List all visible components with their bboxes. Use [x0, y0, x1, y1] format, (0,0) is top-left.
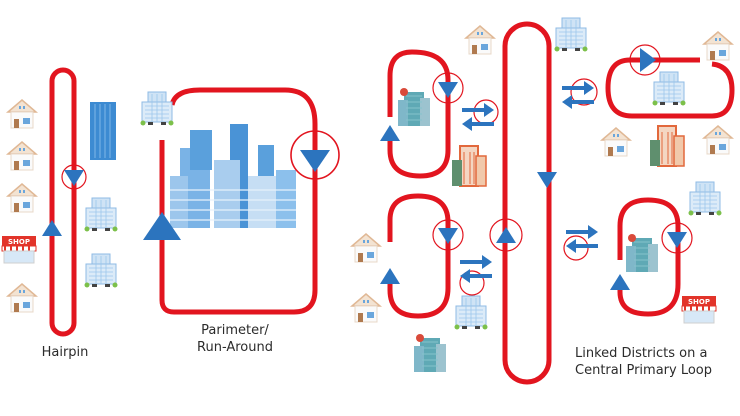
house-icon — [351, 293, 381, 323]
house-icon — [465, 25, 495, 55]
checkpoint-circle — [61, 164, 87, 190]
down-arrow-icon — [438, 82, 458, 98]
up-arrow-icon — [380, 125, 400, 141]
right-arrow-icon — [640, 48, 656, 72]
office-building-icon — [652, 71, 686, 106]
up-arrow-icon — [380, 268, 400, 284]
tower-blue-icon — [90, 102, 116, 160]
house-icon — [7, 183, 37, 213]
down-arrow-icon — [438, 228, 458, 244]
hairpin-route — [49, 67, 77, 337]
perimeter-label: Parimeter/ Run-Around — [180, 322, 290, 356]
tower-icon — [649, 125, 685, 167]
hairpin-label: Hairpin — [41, 345, 89, 360]
checkpoint-circle — [290, 130, 340, 180]
two-way-arrows-icon — [458, 253, 494, 285]
shop-icon — [1, 235, 37, 264]
linked-label-line1: Linked Districts on a — [575, 346, 708, 361]
perimeter-label-line1: Parimeter/ — [201, 323, 269, 338]
checkpoint-circle — [489, 218, 523, 252]
office-building-icon — [688, 181, 722, 216]
tower-icon — [625, 233, 659, 273]
up-arrow-icon — [42, 220, 62, 236]
two-way-arrows-icon — [564, 223, 600, 255]
perimeter-route — [159, 87, 318, 315]
office-building-icon — [84, 253, 118, 288]
house-icon — [7, 99, 37, 129]
downtown-skyline-icon — [170, 124, 296, 228]
linked-districts-label: Linked Districts on a Central Primary Lo… — [575, 345, 740, 379]
house-icon — [703, 31, 733, 61]
down-arrow-icon — [667, 232, 687, 248]
district-loop — [605, 57, 735, 119]
down-arrow-icon — [537, 172, 557, 188]
linked-districts-panel — [351, 17, 735, 385]
up-arrow-icon — [610, 274, 630, 290]
house-icon — [7, 283, 37, 313]
office-building-icon — [454, 295, 488, 330]
perimeter-panel — [140, 87, 340, 315]
perimeter-label-line2: Run-Around — [197, 340, 273, 355]
house-icon — [601, 127, 631, 157]
district-loop — [387, 49, 451, 179]
tower-icon — [397, 87, 431, 127]
two-way-arrows-icon — [560, 79, 596, 111]
central-primary-loop — [502, 21, 552, 385]
down-arrow-icon — [300, 150, 330, 172]
district-loop — [617, 197, 681, 317]
tower-icon — [413, 333, 447, 373]
office-building-icon — [140, 91, 174, 126]
up-arrow-icon — [496, 227, 516, 243]
office-building-icon — [554, 17, 588, 52]
district-loop — [387, 193, 451, 319]
linked-label-line2: Central Primary Loop — [575, 363, 713, 378]
two-way-arrows-icon — [460, 101, 496, 133]
shop-icon — [681, 295, 717, 324]
down-arrow-icon — [64, 170, 84, 186]
up-arrow-icon — [143, 212, 181, 240]
house-icon — [7, 141, 37, 171]
house-icon — [351, 233, 381, 263]
hairpin-panel — [1, 67, 118, 337]
tower-icon — [451, 145, 487, 187]
house-icon — [703, 125, 733, 155]
office-building-icon — [84, 197, 118, 232]
